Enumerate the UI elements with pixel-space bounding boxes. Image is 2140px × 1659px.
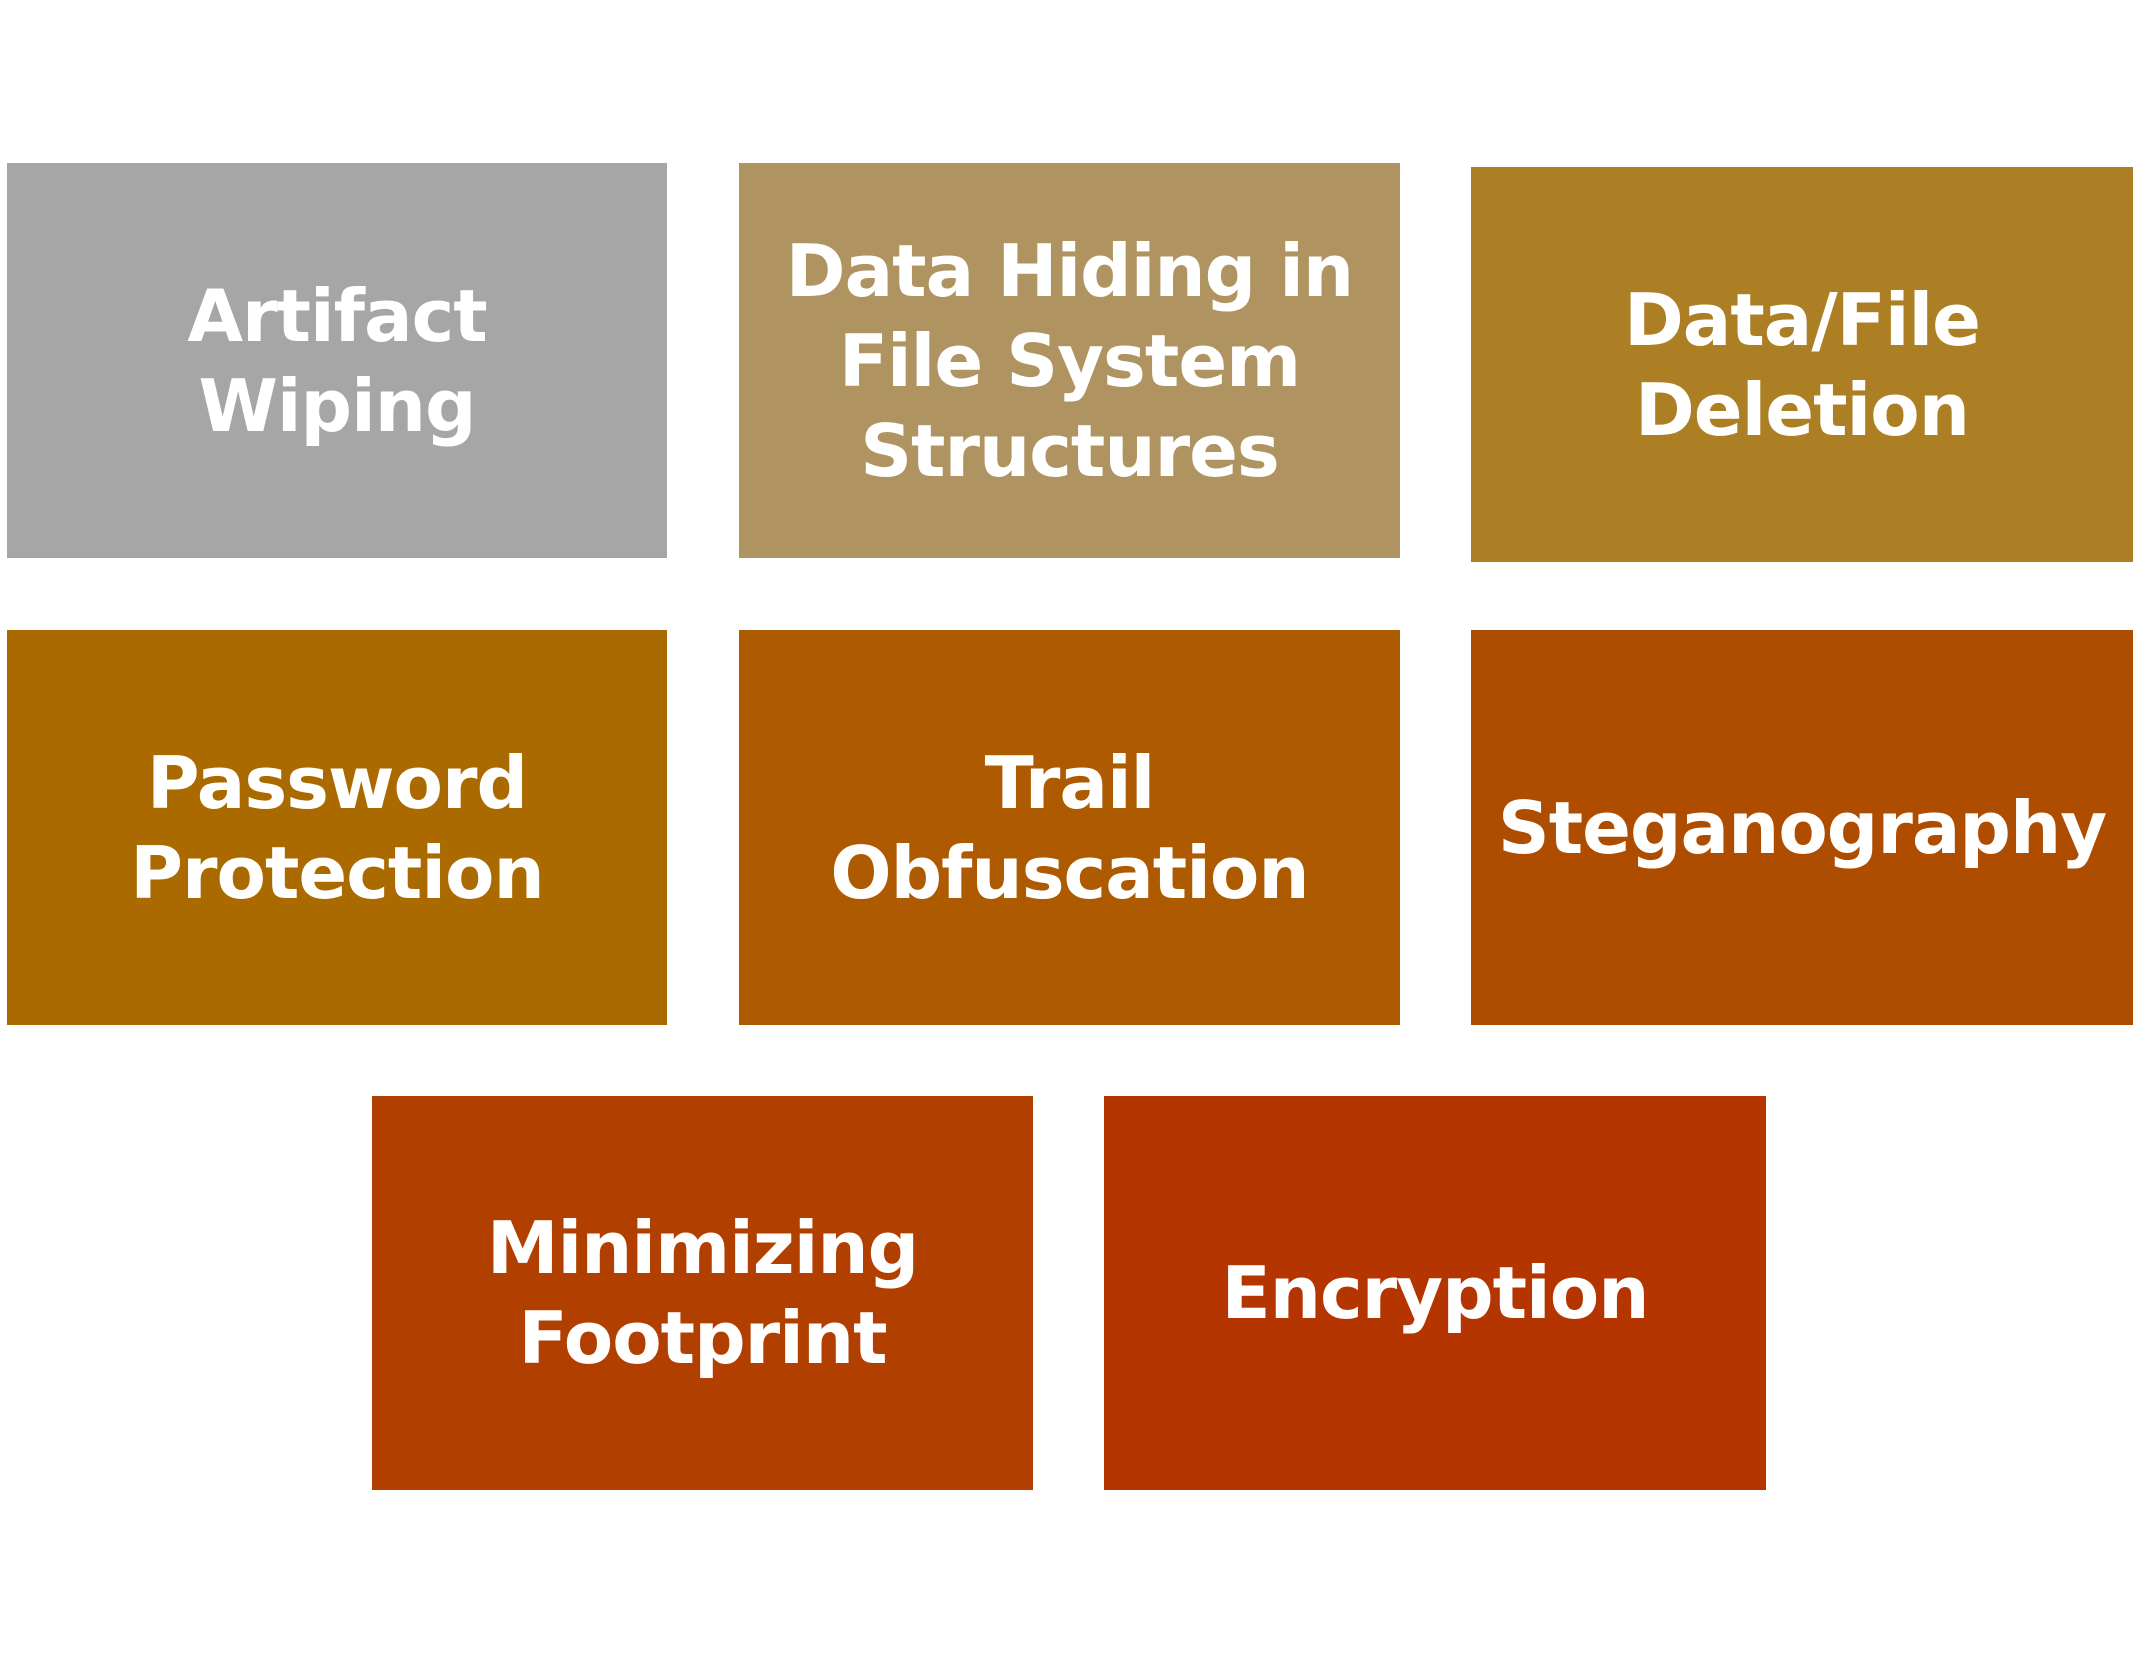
box-label: Data Hiding in File System Structures	[785, 228, 1354, 493]
box-label: Minimizing Footprint	[486, 1206, 919, 1380]
box-data-file-deletion: Data/File Deletion	[1471, 167, 2133, 562]
box-encryption: Encryption	[1104, 1096, 1766, 1490]
box-label: Artifact Wiping	[187, 273, 487, 448]
box-label: Data/File Deletion	[1623, 277, 1981, 452]
box-label: Encryption	[1221, 1251, 1650, 1335]
box-label: Steganography	[1497, 785, 2107, 870]
box-artifact-wiping: Artifact Wiping	[7, 163, 667, 558]
box-steganography: Steganography	[1471, 630, 2133, 1025]
box-minimizing-footprint: Minimizing Footprint	[372, 1096, 1033, 1490]
box-label: Password Protection	[130, 740, 544, 915]
box-password-protection: Password Protection	[7, 630, 667, 1025]
box-label: Trail Obfuscation	[830, 740, 1309, 915]
box-trail-obfuscation: Trail Obfuscation	[739, 630, 1400, 1025]
box-data-hiding: Data Hiding in File System Structures	[739, 163, 1400, 558]
